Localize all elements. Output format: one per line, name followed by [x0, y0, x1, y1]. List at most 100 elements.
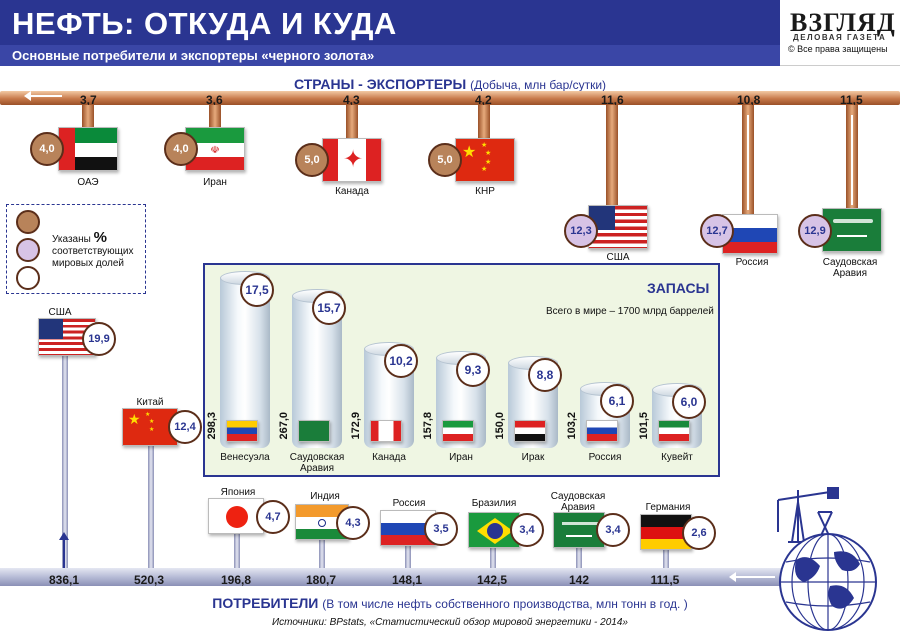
stand-germany — [663, 550, 669, 568]
consumer-share-usa: 19,9 — [82, 322, 116, 356]
consumer-value-germany: 111,5 — [650, 573, 680, 587]
reserve-volume: 298,3 — [206, 412, 218, 440]
consumer-label-russia: Россия — [392, 498, 426, 509]
legend-circle-purple — [16, 238, 40, 262]
consumers-pipeline — [0, 568, 790, 586]
legend-circle-white — [16, 266, 40, 290]
reserve-share: 6,1 — [600, 384, 634, 419]
consumer-label-china: Китай — [136, 397, 164, 408]
source-note: Источники: BPstats, «Статистический обзо… — [272, 617, 628, 628]
consumer-share-germany: 2,6 — [682, 516, 716, 550]
reserve-country-label: Венесуэла — [220, 452, 270, 463]
globe-derrick-icon — [777, 487, 877, 631]
share-circle-russia: 12,7 — [700, 214, 734, 248]
flag-uae-icon — [58, 127, 118, 171]
pipe-usa — [606, 105, 618, 205]
reserve-country-label: Саудовская Аравия — [289, 452, 345, 474]
consumers-title: ПОТРЕБИТЕЛИ — [212, 595, 319, 611]
label-saudi: Саудовская Аравия — [822, 257, 878, 279]
reserves-total: Всего в мире – 1700 млрд баррелей — [546, 306, 714, 317]
up-arrow-icon — [851, 115, 853, 205]
legend-line3: мировых долей — [52, 258, 125, 269]
reserve-flag-icon — [370, 420, 402, 442]
consumer-value-china: 520,3 — [133, 573, 165, 587]
legend-box — [6, 204, 146, 294]
reserve-flag-icon — [298, 420, 330, 442]
consumer-label-japan: Япония — [220, 487, 256, 498]
legend-text: Указаны % соответствующих мировых долей — [52, 229, 133, 270]
share-circle-uae: 4,0 — [30, 132, 64, 166]
pipe-iran — [209, 105, 221, 127]
exporter-production-uae: 3,7 — [80, 93, 97, 107]
page-title: НЕФТЬ: ОТКУДА И КУДА — [12, 6, 397, 41]
reserve-volume: 150,0 — [494, 412, 506, 440]
consumer-flag-japan-icon — [208, 498, 264, 534]
consumer-share-brazil: 3,4 — [510, 513, 544, 547]
reserve-share: 15,7 — [312, 290, 346, 325]
label-russia: Россия — [735, 257, 769, 268]
flow-arrow-icon — [24, 91, 62, 101]
reserve-country-label: Канада — [372, 452, 406, 463]
reserve-flag-icon — [586, 420, 618, 442]
reserve-share: 8,8 — [528, 357, 562, 392]
exporters-pipeline — [0, 91, 900, 105]
reserve-country-label: Кувейт — [661, 452, 693, 463]
exporter-production-iran: 3,6 — [206, 93, 223, 107]
consumer-label-usa: США — [48, 307, 72, 318]
consumer-label-germany: Германия — [645, 502, 691, 513]
consumer-share-india: 4,3 — [336, 506, 370, 540]
consumer-label-saudi: Саудовская Аравия — [550, 491, 606, 513]
reserve-volume: 267,0 — [278, 412, 290, 440]
reserve-share: 10,2 — [384, 344, 418, 379]
flag-usa-icon — [588, 205, 648, 249]
flag-canada-icon: ✦ — [322, 138, 382, 182]
label-iran: Иран — [203, 177, 227, 188]
reserve-share: 17,5 — [240, 273, 274, 307]
exporter-production-canada: 4,3 — [343, 93, 360, 107]
reserve-volume: 103,2 — [566, 412, 578, 440]
consumer-share-russia: 3,5 — [424, 512, 458, 546]
consumers-unit: (В том числе нефть собственного производ… — [322, 597, 688, 611]
label-china: КНР — [475, 186, 495, 197]
reserve-share: 9,3 — [456, 353, 490, 388]
label-canada: Канада — [335, 186, 369, 197]
pipe-uae — [82, 105, 94, 127]
flow-arrow-head-icon — [729, 572, 736, 582]
reserve-volume: 172,9 — [350, 412, 362, 440]
stand-brazil — [490, 548, 496, 568]
stand-saudi — [576, 548, 582, 568]
legend-line1: Указаны — [52, 234, 91, 245]
exporter-production-usa: 11,6 — [601, 93, 624, 107]
copyright-text: Все права защищены — [797, 44, 888, 54]
consumer-flag-russia-icon — [380, 510, 436, 546]
logo-panel — [780, 0, 900, 66]
derrick-icon — [777, 487, 839, 543]
consumer-value-india: 180,7 — [305, 573, 337, 587]
consumer-value-usa: 836,1 — [48, 573, 80, 587]
reserve-flag-icon — [658, 420, 690, 442]
consumer-label-india: Индия — [310, 491, 340, 502]
reserve-volume: 157,8 — [422, 412, 434, 440]
exporters-unit: (Добыча, млн бар/сутки) — [470, 78, 607, 92]
consumers-heading: ПОТРЕБИТЕЛИ (В том числе нефть собственн… — [0, 595, 900, 611]
share-circle-canada: 5,0 — [295, 143, 329, 177]
stand-usa — [62, 355, 68, 568]
flag-russia-icon — [722, 214, 778, 254]
reserve-flag-icon — [226, 420, 258, 442]
flag-iran-icon: ☫ — [185, 127, 245, 171]
logo[interactable]: ВЗГЛЯД — [790, 8, 896, 37]
legend-percent: % — [93, 229, 107, 246]
consumer-value-brazil: 142,5 — [476, 573, 508, 587]
consumer-share-saudi: 3,4 — [596, 513, 630, 547]
exporter-production-saudi: 11,5 — [840, 93, 863, 107]
consumer-value-japan: 196,8 — [220, 573, 252, 587]
pipe-china — [478, 105, 490, 138]
stand-japan — [234, 530, 240, 568]
share-circle-usa: 12,3 — [564, 214, 598, 248]
exporter-production-russia: 10,8 — [737, 93, 761, 107]
reserve-share: 6,0 — [672, 385, 706, 420]
exporter-production-china: 4,2 — [475, 93, 492, 107]
reserve-volume: 101,5 — [638, 412, 650, 440]
reserve-country-label: Ирак — [521, 452, 545, 463]
consumer-share-china: 12,4 — [168, 410, 202, 444]
